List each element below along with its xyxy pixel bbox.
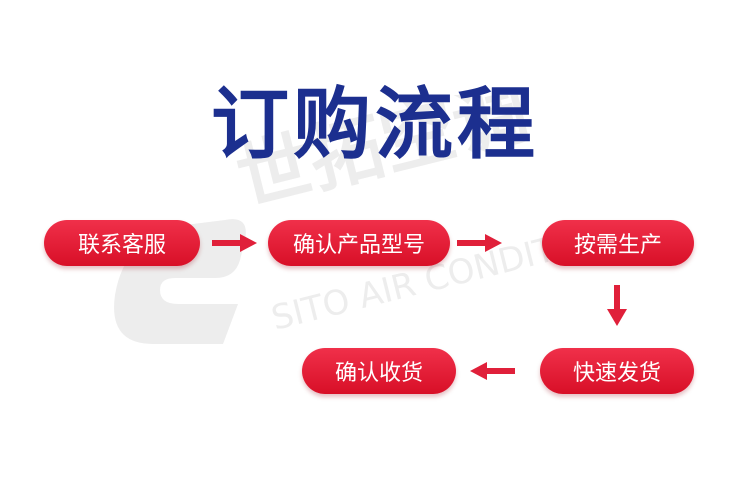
arrow-down-icon [607, 285, 627, 326]
arrow-right-icon [457, 234, 502, 252]
page-title: 订购流程 [210, 80, 539, 170]
arrow-right-icon [212, 234, 257, 252]
step-fast-shipping: 快速发货 [540, 348, 694, 394]
step-confirm-receipt: 确认收货 [302, 348, 456, 394]
step-confirm-model: 确认产品型号 [268, 220, 450, 266]
arrow-left-icon [470, 362, 515, 380]
step-made-to-order: 按需生产 [542, 220, 694, 266]
step-contact-service: 联系客服 [44, 220, 200, 266]
